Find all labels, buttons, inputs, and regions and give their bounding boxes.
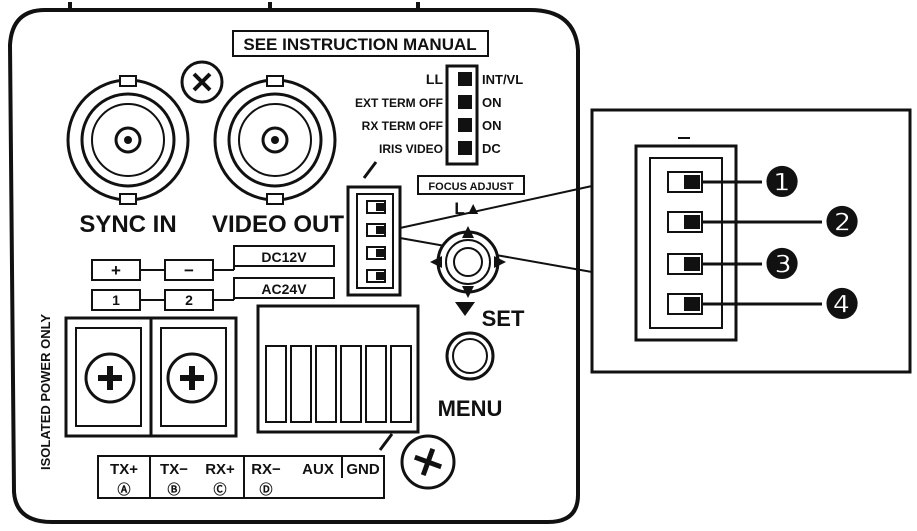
focus-adjust-symbol: L▲ — [454, 199, 481, 218]
plus-label: + — [111, 261, 121, 280]
terminal-rx-minus: RX− — [251, 461, 281, 478]
focus-adjust-box — [417, 175, 525, 195]
dip-right-1: INT/VL — [482, 72, 523, 87]
video-out-bnc-connector[interactable] — [213, 75, 337, 205]
dip-left-2: EXT TERM OFF — [355, 96, 443, 110]
terminal-tx-plus: TX+ — [110, 461, 138, 478]
setting-dip-switch[interactable] — [445, 64, 479, 166]
data-terminal-block[interactable] — [256, 304, 420, 434]
terminal-rx-plus-sub: Ⓒ — [213, 482, 226, 497]
dc12v-box — [233, 245, 335, 267]
dip-left-1: LL — [426, 71, 444, 87]
terminal-rx-minus-sub: Ⓓ — [259, 482, 272, 497]
dip-left-4: IRIS VIDEO — [379, 142, 443, 156]
callout-3: ❸ — [764, 243, 800, 287]
callout-lines — [702, 180, 822, 306]
dip-left-3: RX TERM OFF — [362, 119, 443, 133]
terminal-gnd: GND — [346, 461, 380, 478]
top-screw-icon — [180, 60, 224, 104]
set-arrow-down-icon — [455, 302, 475, 316]
ac24v-label: AC24V — [261, 281, 307, 297]
minus-label: − — [184, 261, 194, 280]
panel-top-tabs — [68, 2, 420, 10]
dip-right-3: ON — [482, 118, 502, 133]
terminal-aux: AUX — [302, 461, 334, 478]
zoom-switch-enlarged — [634, 144, 738, 342]
focus-adjust-label: FOCUS ADJUST — [428, 181, 513, 193]
menu-label: MENU — [438, 396, 503, 421]
callout-2: ❷ — [824, 201, 860, 245]
sync-in-label: SYNC IN — [79, 211, 176, 238]
two-label: 2 — [185, 292, 193, 308]
dc12v-label: DC12V — [261, 249, 307, 265]
ac24v-box — [233, 277, 335, 299]
set-label: SET — [482, 306, 525, 331]
dip-right-4: DC — [482, 141, 501, 156]
bottom-screw-icon — [400, 434, 456, 490]
terminal-tx-minus: TX− — [160, 461, 188, 478]
terminal-tx-minus-sub: Ⓑ — [167, 482, 180, 497]
header-box — [232, 30, 489, 57]
sync-in-bnc-connector[interactable] — [66, 75, 190, 205]
video-out-label: VIDEO OUT — [212, 211, 344, 238]
callout-1: ❶ — [764, 161, 800, 205]
one-label: 1 — [112, 292, 120, 308]
four-position-switch[interactable] — [346, 185, 402, 297]
zoom-leader-top — [399, 185, 593, 229]
terminal-label-dividers — [149, 456, 343, 498]
slash-mark-bottom — [378, 433, 394, 451]
terminal-label-row — [97, 455, 385, 499]
slash-mark — [362, 161, 378, 179]
dip-right-2: ON — [482, 95, 502, 110]
terminal-screw-right-icon — [166, 352, 218, 404]
terminal-screw-left-icon — [84, 352, 136, 404]
callout-4: ❹ — [824, 283, 860, 327]
header-label: SEE INSTRUCTION MANUAL — [243, 35, 476, 54]
terminal-rx-plus: RX+ — [205, 461, 235, 478]
terminal-tx-plus-sub: Ⓐ — [117, 482, 130, 497]
set-joystick-button[interactable] — [430, 226, 506, 298]
menu-button[interactable] — [445, 331, 495, 381]
isolated-power-label: ISOLATED POWER ONLY — [38, 314, 53, 470]
